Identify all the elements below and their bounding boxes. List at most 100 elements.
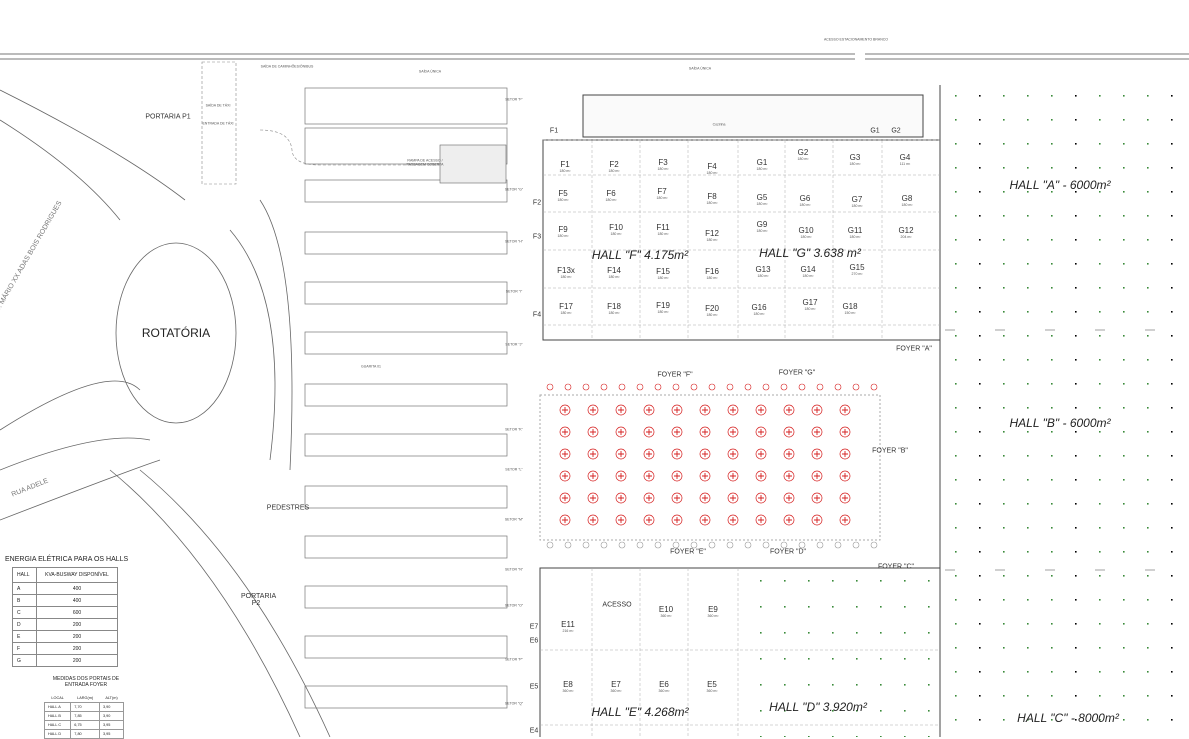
sector-label: SETOR "K" xyxy=(505,427,523,432)
booth-area: 180 m² xyxy=(657,166,669,171)
column-marker xyxy=(904,658,906,660)
column-marker xyxy=(1075,119,1077,121)
column-marker xyxy=(955,455,957,457)
booth-marker-icon xyxy=(727,492,739,504)
booth-marker-icon xyxy=(671,492,683,504)
portais-cell: 6,75 xyxy=(70,720,101,730)
booth-area: 150 m² xyxy=(844,310,856,315)
door-marker xyxy=(852,541,860,549)
column-marker xyxy=(1003,287,1005,289)
parking-row xyxy=(304,535,508,559)
booth-marker-icon xyxy=(839,404,851,416)
column-marker xyxy=(1075,335,1077,337)
energy-cell: F xyxy=(12,642,37,655)
column-marker xyxy=(1051,359,1053,361)
taxi-exit-label: SAÍDA DE TÁXI xyxy=(205,103,231,108)
door-marker xyxy=(762,541,770,549)
energy-header-hall: HALL xyxy=(12,567,37,583)
column-marker xyxy=(1147,95,1149,97)
booth-id: G5 xyxy=(756,192,768,202)
column-marker xyxy=(1075,503,1077,505)
booth-area: 180 m² xyxy=(560,274,572,279)
column-marker xyxy=(1051,599,1053,601)
column-marker xyxy=(1003,431,1005,433)
column-marker xyxy=(928,580,930,582)
column-marker xyxy=(1171,383,1173,385)
column-marker xyxy=(1051,719,1053,721)
booth-area: 180 m² xyxy=(756,201,768,206)
column-marker xyxy=(979,599,981,601)
booth-id: G14 xyxy=(800,264,816,274)
booth-marker-icon xyxy=(727,470,739,482)
column-marker xyxy=(1003,623,1005,625)
column-marker xyxy=(1171,311,1173,313)
booth-id: G13 xyxy=(755,264,771,274)
column-marker xyxy=(1147,407,1149,409)
column-marker xyxy=(1099,215,1101,217)
column-marker xyxy=(928,684,930,686)
door-marker xyxy=(780,383,788,391)
kitchen-label: Cozinha xyxy=(712,122,726,127)
column-marker xyxy=(1075,647,1077,649)
booth-marker-icon xyxy=(811,404,823,416)
column-marker xyxy=(1027,527,1029,529)
access-label: ACESSO ESTACIONAMENTO BRANCO xyxy=(823,37,889,42)
column-marker xyxy=(1051,431,1053,433)
edge-booth-label: G1 xyxy=(870,127,880,135)
booth-marker-icon xyxy=(811,470,823,482)
column-marker xyxy=(1147,239,1149,241)
door-marker xyxy=(870,541,878,549)
column-marker xyxy=(1075,167,1077,169)
booth-marker-icon xyxy=(643,514,655,526)
booth-id: F7 xyxy=(657,186,667,196)
column-marker xyxy=(760,658,762,660)
